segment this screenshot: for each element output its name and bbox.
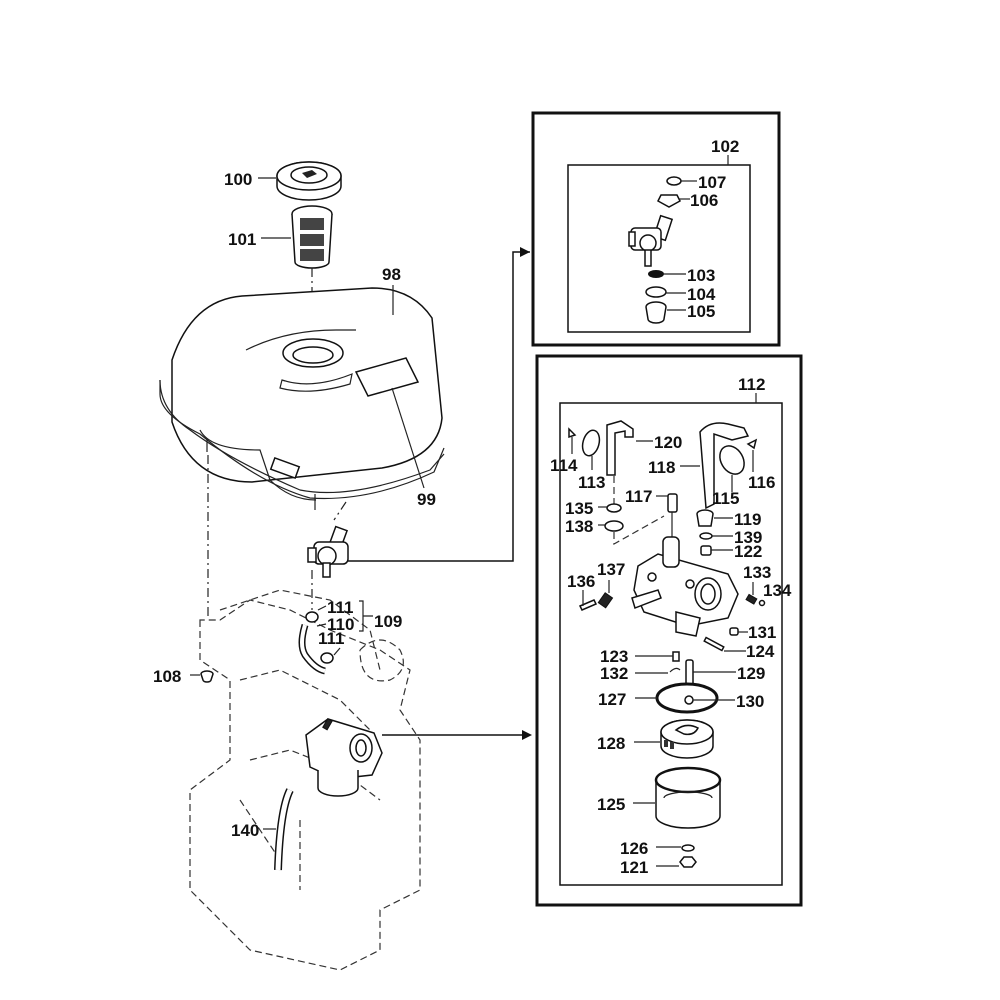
fuel-cock-outer-frame <box>531 111 781 347</box>
main-assembly-view: 100 101 98 99 <box>153 161 445 971</box>
part-102-fuel-cock <box>307 525 349 578</box>
label-133: 133 <box>743 563 771 582</box>
part-132-clip <box>669 667 681 673</box>
label-122: 122 <box>734 542 762 561</box>
part-116-screw <box>746 438 758 450</box>
part-108-grommet <box>200 670 214 683</box>
part-138-seal <box>604 520 624 532</box>
arrowhead-fuel-cock <box>520 247 530 257</box>
label-111-upper: 111 <box>327 598 354 617</box>
label-111-lower: 111 <box>318 629 345 648</box>
part-115-throttle-valve <box>719 445 745 475</box>
part-120-choke-shaft <box>606 420 634 476</box>
part-113-choke-valve <box>581 429 601 457</box>
label-132: 132 <box>600 664 628 683</box>
label-107: 107 <box>698 173 726 192</box>
label-140: 140 <box>231 821 259 840</box>
part-carburetor-installed <box>305 717 383 797</box>
label-103: 103 <box>687 266 715 285</box>
label-112: 112 <box>738 375 765 394</box>
label-100: 100 <box>224 170 252 189</box>
part-137-spring <box>597 592 614 609</box>
part-118-throttle-shaft <box>699 422 750 510</box>
part-111-clamp-lower <box>320 652 334 664</box>
label-115: 115 <box>712 489 739 508</box>
part-126-washer <box>681 844 695 852</box>
part-107-washer <box>666 176 682 186</box>
part-fuel-cock-valve <box>628 214 674 267</box>
part-136-screw <box>578 599 598 611</box>
label-101: 101 <box>228 230 256 249</box>
part-98-fuel-tank <box>159 287 445 510</box>
label-137: 137 <box>597 560 625 579</box>
label-104: 104 <box>687 285 716 304</box>
part-114-screw <box>568 427 577 439</box>
part-119-needle-cap <box>696 509 714 527</box>
label-126: 126 <box>620 839 648 858</box>
part-100-fuel-cap <box>276 161 342 201</box>
label-114: 114 <box>550 456 578 475</box>
label-108: 108 <box>153 667 181 686</box>
part-101-strainer <box>291 205 333 269</box>
label-131: 131 <box>748 623 776 642</box>
label-106-text: 106 <box>690 191 718 210</box>
arrowhead-carburetor <box>522 730 532 740</box>
label-118: 118 <box>648 458 675 477</box>
label-105: 105 <box>687 302 715 321</box>
part-111-clamp-upper <box>305 611 319 623</box>
carburetor-detail-panel: 112 114 113 120 118 115 116 117 135 138 <box>535 354 803 907</box>
part-131-screw <box>729 627 739 636</box>
part-122-spacer <box>700 545 712 556</box>
label-113: 113 <box>578 473 605 492</box>
label-136: 136 <box>567 572 595 591</box>
label-139: 139 <box>734 528 762 547</box>
label-125: 125 <box>597 795 625 814</box>
label-135: 135 <box>565 499 593 518</box>
part-121-drain-bolt <box>679 856 697 868</box>
part-117-pilot-jet <box>667 493 678 513</box>
part-104-gasket <box>645 286 667 298</box>
part-139-o-ring <box>699 532 713 540</box>
part-133-spring <box>745 593 758 605</box>
label-116: 116 <box>748 473 775 492</box>
fuel-cock-inner-frame <box>567 164 751 333</box>
label-102: 102 <box>711 137 739 156</box>
part-carburetor-body <box>631 536 739 637</box>
label-129: 129 <box>737 664 765 683</box>
label-110: 110 <box>327 615 354 634</box>
part-135-o-ring <box>606 503 622 513</box>
label-134: 134 <box>763 581 792 600</box>
label-98: 98 <box>382 265 401 284</box>
part-106-nut <box>657 194 681 208</box>
part-124-pin <box>703 636 725 652</box>
label-127: 127 <box>598 690 626 709</box>
part-105-cup <box>645 301 667 324</box>
part-130-valve <box>684 695 694 705</box>
carburetor-inner-frame <box>559 402 783 886</box>
label-138: 138 <box>565 517 593 536</box>
part-134-ball <box>758 599 766 607</box>
carburetor-outer-frame <box>535 354 803 907</box>
part-125-float-bowl <box>654 766 722 829</box>
label-99: 99 <box>417 490 436 509</box>
part-128-float <box>660 719 714 759</box>
label-109: 109 <box>374 612 402 631</box>
label-119: 119 <box>734 510 761 529</box>
detail-connectors <box>348 247 532 740</box>
label-120: 120 <box>654 433 682 452</box>
label-128: 128 <box>597 734 625 753</box>
label-124: 124 <box>746 642 775 661</box>
label-117: 117 <box>625 487 652 506</box>
fuel-cock-detail-panel: 102 107 106 103 104 105 <box>531 111 781 347</box>
part-123-needle <box>672 651 680 662</box>
part-103-o-ring <box>648 270 664 278</box>
label-121: 121 <box>620 858 648 877</box>
label-130: 130 <box>736 692 764 711</box>
label-123: 123 <box>600 647 628 666</box>
